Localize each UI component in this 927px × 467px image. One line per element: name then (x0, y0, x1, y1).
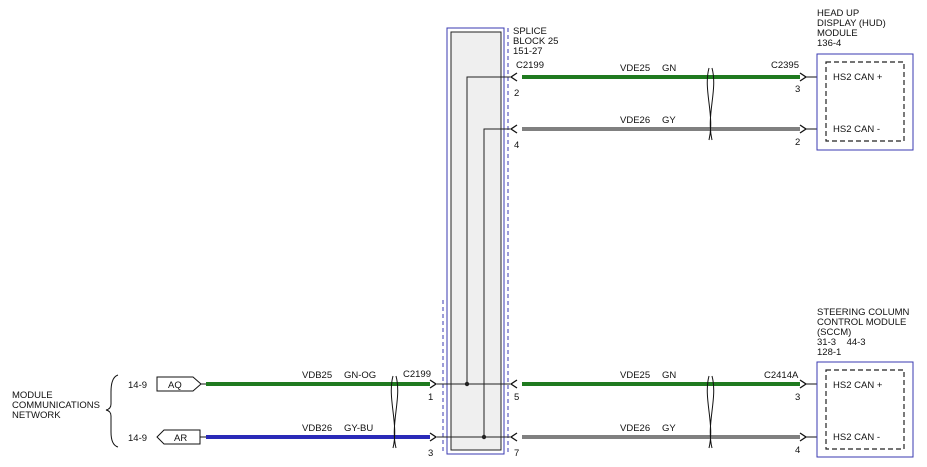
twist-symbol-top-2 (709, 67, 715, 141)
hud-title-2: DISPLAY (HUD) (817, 18, 886, 29)
sccm-pin-3: 3 (795, 392, 800, 403)
hud-title-1: HEAD UP (817, 8, 859, 19)
wire-label-vdb26: VDB26 (302, 423, 332, 434)
network-label-2: COMMUNICATIONS (12, 400, 100, 411)
sccm-title-3: (SCCM) (817, 327, 851, 338)
wire-color-gy-bottom: GY (662, 423, 676, 434)
wire-vde26-hud (509, 124, 817, 134)
sccm-pin-4: 4 (795, 445, 800, 456)
wire-vdb26 (200, 432, 438, 442)
left-connector-pin-1: 1 (428, 392, 433, 403)
hud-ref: 136-4 (817, 38, 841, 49)
splice-title-2: BLOCK 25 (513, 36, 558, 47)
splice-connector-label: C2199 (516, 60, 544, 71)
flag-ar[interactable]: AR (156, 429, 201, 445)
wire-color-gn-og: GN-OG (344, 370, 376, 381)
splice-ref: 151-27 (513, 46, 543, 57)
left-connector-label: C2199 (403, 369, 431, 380)
flag-aq-label: AQ (168, 380, 182, 391)
wire-vde25-sccm (509, 379, 817, 389)
left-connector-pin-3: 3 (428, 448, 433, 459)
hud-connector: C2395 (771, 60, 799, 71)
sccm-title-2: CONTROL MODULE (817, 317, 906, 328)
wire-color-gy-bu: GY-BU (344, 423, 373, 434)
wire-label-vde25-bottom: VDE25 (620, 370, 650, 381)
wire-vde25-hud (509, 72, 817, 82)
twist-symbol-left-2 (393, 375, 399, 449)
wire-vdb25 (201, 379, 438, 389)
wire-color-gn-top: GN (662, 63, 676, 74)
splice-pin-5: 5 (514, 392, 519, 403)
network-brace (105, 374, 119, 448)
wire-label-vde26-bottom: VDE26 (620, 423, 650, 434)
wire-label-vde25-top: VDE25 (620, 63, 650, 74)
sccm-pin-plus: HS2 CAN + (833, 380, 883, 391)
wire-vde26-sccm (509, 432, 817, 442)
splice-pin-4: 4 (514, 140, 519, 151)
sccm-pin-minus: HS2 CAN - (833, 432, 880, 443)
sccm-title-1: STEERING COLUMN (817, 307, 910, 318)
hud-title-3: MODULE (817, 28, 858, 39)
splice-title-1: SPLICE (513, 26, 547, 37)
sccm-refs: 31-3 44-3 (817, 337, 866, 348)
page-ref-aq: 14-9 (128, 380, 147, 391)
flag-ar-label: AR (174, 433, 187, 444)
wire-label-vdb25: VDB25 (302, 370, 332, 381)
twist-symbol-top (706, 67, 712, 141)
sccm-connector: C2414A (764, 370, 799, 381)
wire-label-vde26-top: VDE26 (620, 115, 650, 126)
splice-pin-7: 7 (514, 448, 519, 459)
wire-color-gy-top: GY (662, 115, 676, 126)
network-label-3: NETWORK (12, 410, 61, 421)
hud-pin-2: 2 (795, 137, 800, 148)
hud-pin-plus: HS2 CAN + (833, 72, 883, 83)
hud-pin-3: 3 (795, 84, 800, 95)
splice-block-25 (437, 27, 510, 455)
twist-symbol-left (390, 375, 396, 449)
page-ref-ar: 14-9 (128, 433, 147, 444)
twist-symbol-bottom-2 (709, 375, 715, 449)
wire-color-gn-bottom: GN (662, 370, 676, 381)
flag-aq[interactable]: AQ (156, 376, 202, 392)
sccm-module (816, 361, 914, 458)
sccm-ref2: 128-1 (817, 347, 841, 358)
hud-pin-minus: HS2 CAN - (833, 124, 880, 135)
twist-symbol-bottom (706, 375, 712, 449)
network-label-1: MODULE (12, 390, 53, 401)
hud-module (816, 53, 914, 151)
splice-pin-2: 2 (514, 88, 519, 99)
